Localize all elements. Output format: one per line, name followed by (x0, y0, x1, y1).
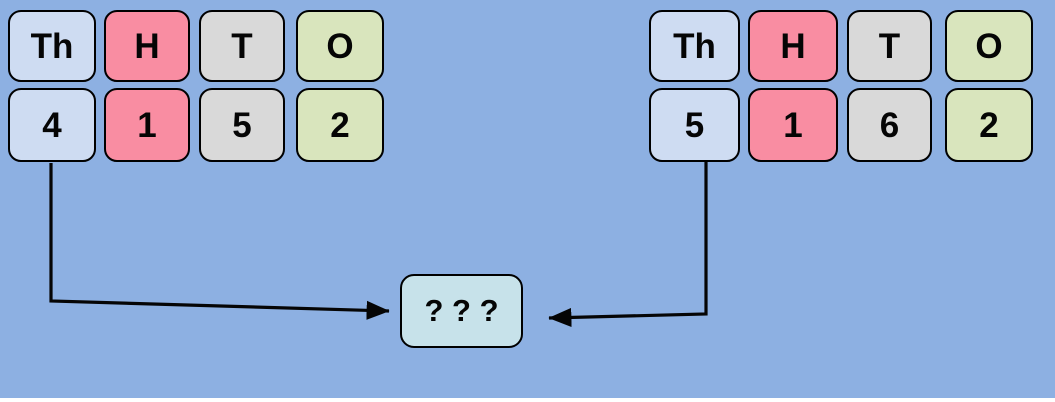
right-header-cell-thousands: Th (649, 10, 740, 82)
right-value-cell-hundreds: 1 (748, 88, 838, 162)
left-value-cell-ones: 2 (296, 88, 384, 162)
result-box: ? ? ? (400, 274, 523, 348)
left-header-cell-hundreds: H (104, 10, 190, 82)
left-header-cell-ones: O (296, 10, 384, 82)
left-value-cell-tens: 5 (199, 88, 285, 162)
left-header-cell-thousands: Th (8, 10, 96, 82)
arrow-left-thousands-to-result (49, 163, 390, 320)
left-value-cell-thousands: 4 (8, 88, 96, 162)
left-header-cell-tens: T (199, 10, 285, 82)
right-value-cell-thousands: 5 (649, 88, 740, 162)
right-header-cell-ones: O (945, 10, 1033, 82)
left-value-cell-hundreds: 1 (104, 88, 190, 162)
arrow-right-thousands-to-result (548, 162, 708, 328)
right-value-cell-ones: 2 (945, 88, 1033, 162)
right-header-cell-tens: T (847, 10, 932, 82)
right-value-cell-tens: 6 (847, 88, 932, 162)
bottom-edge (0, 398, 1055, 402)
right-header-cell-hundreds: H (748, 10, 838, 82)
